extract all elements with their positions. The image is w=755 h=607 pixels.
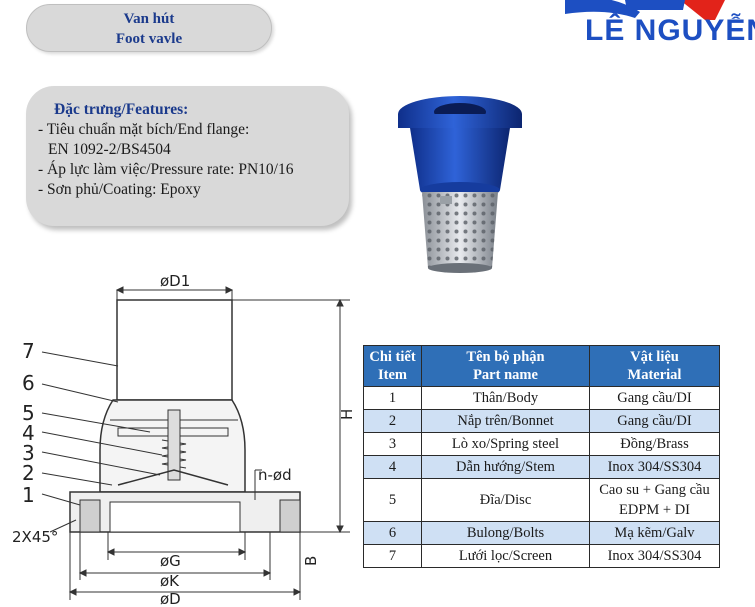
- table-row: 2 Nắp trên/Bonnet Gang cầu/DI: [363, 409, 720, 433]
- dim-k-label: øK: [160, 572, 180, 590]
- cell-part: Lưới lọc/Screen: [421, 544, 590, 568]
- cell-material: Mạ kẽm/Galv: [589, 521, 720, 545]
- table-row: 7 Lưới lọc/Screen Inox 304/SS304: [363, 544, 720, 568]
- callout-5: 5: [22, 401, 35, 425]
- cell-material: Gang cầu/DI: [589, 386, 720, 410]
- foot-valve-product-image: [398, 96, 522, 273]
- table-row: 4 Dẫn hướng/Stem Inox 304/SS304: [363, 455, 720, 479]
- cell-item: 2: [363, 409, 422, 433]
- cell-item: 7: [363, 544, 422, 568]
- dim-g-label: øG: [160, 552, 181, 570]
- feature-line: - Tiêu chuẩn mặt bích/End flange:: [38, 121, 250, 138]
- features-panel: Đặc trưng/Features: - Tiêu chuẩn mặt bíc…: [26, 86, 349, 226]
- cell-material: Gang cầu/DI: [589, 409, 720, 433]
- dim-h-label: H: [338, 409, 356, 420]
- cell-material: Inox 304/SS304: [589, 455, 720, 479]
- table-row: 1 Thân/Body Gang cầu/DI: [363, 386, 720, 410]
- callout-2: 2: [22, 461, 35, 485]
- dim-d-label: øD: [160, 590, 181, 607]
- title-pill: Van hút Foot vavle: [26, 4, 272, 52]
- cell-item: 3: [363, 432, 422, 456]
- cell-item: 1: [363, 386, 422, 410]
- dim-chamfer-label: 2X45°: [12, 528, 58, 546]
- cell-part: Bulong/Bolts: [421, 521, 590, 545]
- table-row: 6 Bulong/Bolts Mạ kẽm/Galv: [363, 521, 720, 545]
- dim-nd-label: n-ød: [258, 466, 292, 484]
- title-en: Foot vavle: [115, 31, 183, 47]
- cell-part: Thân/Body: [421, 386, 590, 410]
- callout-1: 1: [22, 483, 35, 507]
- feature-line: EN 1092-2/BS4504: [48, 141, 171, 158]
- feature-line: - Sơn phủ/Coating: Epoxy: [38, 181, 201, 198]
- cell-part: Nắp trên/Bonnet: [421, 409, 590, 433]
- brand-logo: LÊ NGUYỄN: [565, 0, 755, 70]
- feature-line: - Áp lực làm việc/Pressure rate: PN10/16: [38, 161, 294, 178]
- cell-item: 6: [363, 521, 422, 545]
- title-vi: Van hút: [123, 11, 175, 27]
- logo-emblem-icon: [565, 0, 725, 20]
- callout-4: 4: [22, 421, 35, 445]
- features-title: Đặc trưng/Features:: [54, 101, 189, 118]
- cell-part: Đĩa/Disc: [421, 478, 590, 522]
- cell-part: Lò xo/Spring steel: [421, 432, 590, 456]
- dim-b-label: B: [302, 556, 320, 566]
- cell-item: 5: [363, 478, 422, 522]
- cell-material: Cao su + Gang cầu EDPM + DI: [589, 478, 720, 522]
- technical-drawing: øD1 H n-ød øG øK øD B 2X45° 7 6 5 4 3 2 …: [12, 272, 356, 607]
- callout-3: 3: [22, 441, 35, 465]
- cell-item: 4: [363, 455, 422, 479]
- table-row: 5 Đĩa/Disc Cao su + Gang cầu EDPM + DI: [363, 478, 720, 522]
- dim-d1-label: øD1: [160, 272, 190, 290]
- cell-material: Inox 304/SS304: [589, 544, 720, 568]
- logo-text: LÊ NGUYỄN: [585, 14, 755, 47]
- callout-6: 6: [22, 371, 35, 395]
- cell-part: Dẫn hướng/Stem: [421, 455, 590, 479]
- table-row: 3 Lò xo/Spring steel Đồng/Brass: [363, 432, 720, 456]
- callout-7: 7: [22, 339, 35, 363]
- cell-material: Đồng/Brass: [589, 432, 720, 456]
